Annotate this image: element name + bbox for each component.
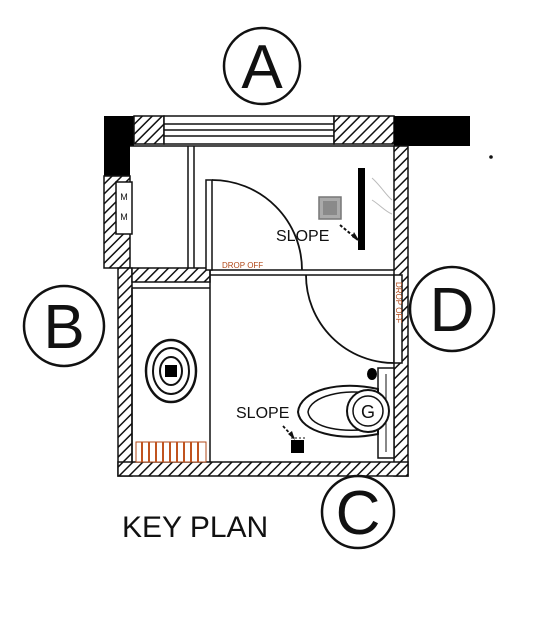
slope-label-upper: SLOPE [276, 228, 329, 245]
left-lower-wall [117, 267, 133, 477]
fixture-letter: G [361, 402, 375, 422]
key-plan-title: KEY PLAN [122, 511, 268, 544]
upper-room-lines [130, 145, 394, 268]
svg-text:M: M [120, 212, 128, 222]
slope-label-lower: SLOPE [236, 405, 289, 422]
marker-b: B [22, 284, 106, 368]
upper-door [205, 179, 303, 271]
shower-fixture [318, 168, 393, 250]
bottom-wall [117, 461, 409, 477]
top-wall [104, 115, 493, 159]
marker-a-label: A [241, 33, 283, 102]
marker-a: A [222, 26, 302, 106]
floor-drain-icon [144, 338, 198, 404]
marker-c-label: C [336, 479, 381, 548]
grating [135, 441, 207, 463]
marker-d-label: D [430, 276, 475, 345]
marker-b-label: B [43, 293, 84, 362]
toilet-icon: G [296, 367, 395, 459]
interior-partition [131, 267, 394, 462]
drop-off-vertical: DROP OFF [394, 282, 403, 323]
lower-door [305, 274, 403, 364]
svg-text:M: M [120, 192, 128, 202]
lower-drain-icon [282, 425, 305, 453]
marker-c: C [320, 474, 396, 550]
drop-off-horizontal: DROP OFF [222, 261, 263, 270]
marker-d: D [408, 265, 496, 353]
left-upper-wall: M M [103, 146, 133, 269]
